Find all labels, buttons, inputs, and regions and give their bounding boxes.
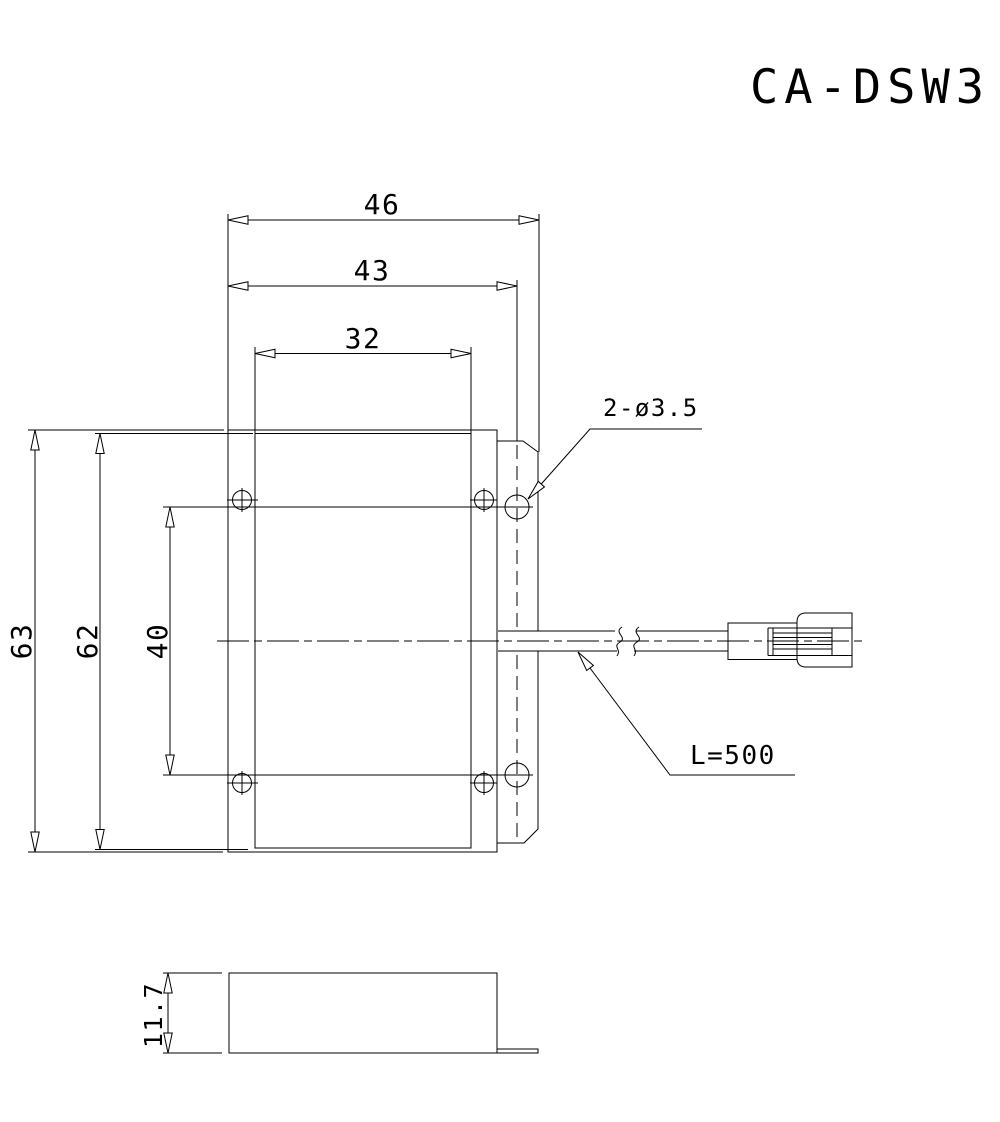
dim-window-width: 32 xyxy=(254,322,472,434)
arrowhead xyxy=(30,429,40,451)
cable-segment-2 xyxy=(634,630,728,652)
crosshair xyxy=(470,488,497,512)
arrowhead xyxy=(577,651,595,672)
contact-slot-edges xyxy=(768,627,852,656)
dim-hole-center-width: 43 xyxy=(227,254,518,441)
arrowhead xyxy=(95,433,105,454)
arrowhead xyxy=(496,281,518,291)
mounting-hole-top xyxy=(504,494,530,520)
cable-length-label: L=500 xyxy=(690,741,776,771)
crosshair xyxy=(470,771,497,795)
drawing-title: CA-DSW3 xyxy=(750,60,990,115)
leader-line xyxy=(527,428,702,500)
arrowhead xyxy=(165,754,175,776)
arrowhead xyxy=(527,480,546,500)
crosshair xyxy=(227,488,258,512)
dim-46-label: 46 xyxy=(364,188,401,221)
arrowhead xyxy=(30,831,40,853)
screw-hole-bottom-left xyxy=(227,771,258,795)
dim-11-7-label: 11.7 xyxy=(139,982,168,1048)
side-tab-outline xyxy=(496,1048,539,1054)
cable-length-callout: L=500 xyxy=(577,651,795,776)
dim-overall-height: 63 xyxy=(5,429,224,853)
dim-43-label: 43 xyxy=(354,254,391,287)
cable-segment-1 xyxy=(498,630,617,652)
arrowhead xyxy=(163,972,173,994)
break-symbol xyxy=(616,626,623,657)
dim-thickness: 11.7 xyxy=(139,972,222,1054)
dim-62-label: 62 xyxy=(71,623,104,660)
arrowhead xyxy=(95,829,105,850)
hole-callout-label: 2-ø3.5 xyxy=(603,394,699,422)
dim-face-height: 62 xyxy=(71,433,253,850)
arrowhead xyxy=(165,506,175,528)
arrowhead xyxy=(254,348,276,359)
dim-63-label: 63 xyxy=(5,623,38,660)
arrowhead xyxy=(227,215,249,225)
leader-line xyxy=(577,651,795,776)
connector-housing xyxy=(796,612,853,668)
screw-hole-bottom-right xyxy=(470,771,497,795)
connector xyxy=(727,612,853,668)
crosshair xyxy=(227,771,258,795)
mounting-hole-bottom xyxy=(504,762,530,788)
dim-32-label: 32 xyxy=(345,322,382,355)
contact-pins xyxy=(773,632,832,650)
arrowhead xyxy=(450,348,472,359)
arrowhead xyxy=(518,215,540,225)
screw-hole-top-left xyxy=(227,488,258,512)
arrowhead xyxy=(227,281,249,291)
side-housing-outline xyxy=(228,972,498,1054)
side-view: 11.7 xyxy=(139,972,539,1054)
arrowhead xyxy=(163,1032,173,1054)
screw-hole-top-right xyxy=(470,488,497,512)
hole-callout: 2-ø3.5 xyxy=(527,394,702,500)
contact-slot-walls xyxy=(767,628,833,656)
dim-overall-width: 46 xyxy=(227,188,540,452)
dim-40-label: 40 xyxy=(141,623,174,660)
